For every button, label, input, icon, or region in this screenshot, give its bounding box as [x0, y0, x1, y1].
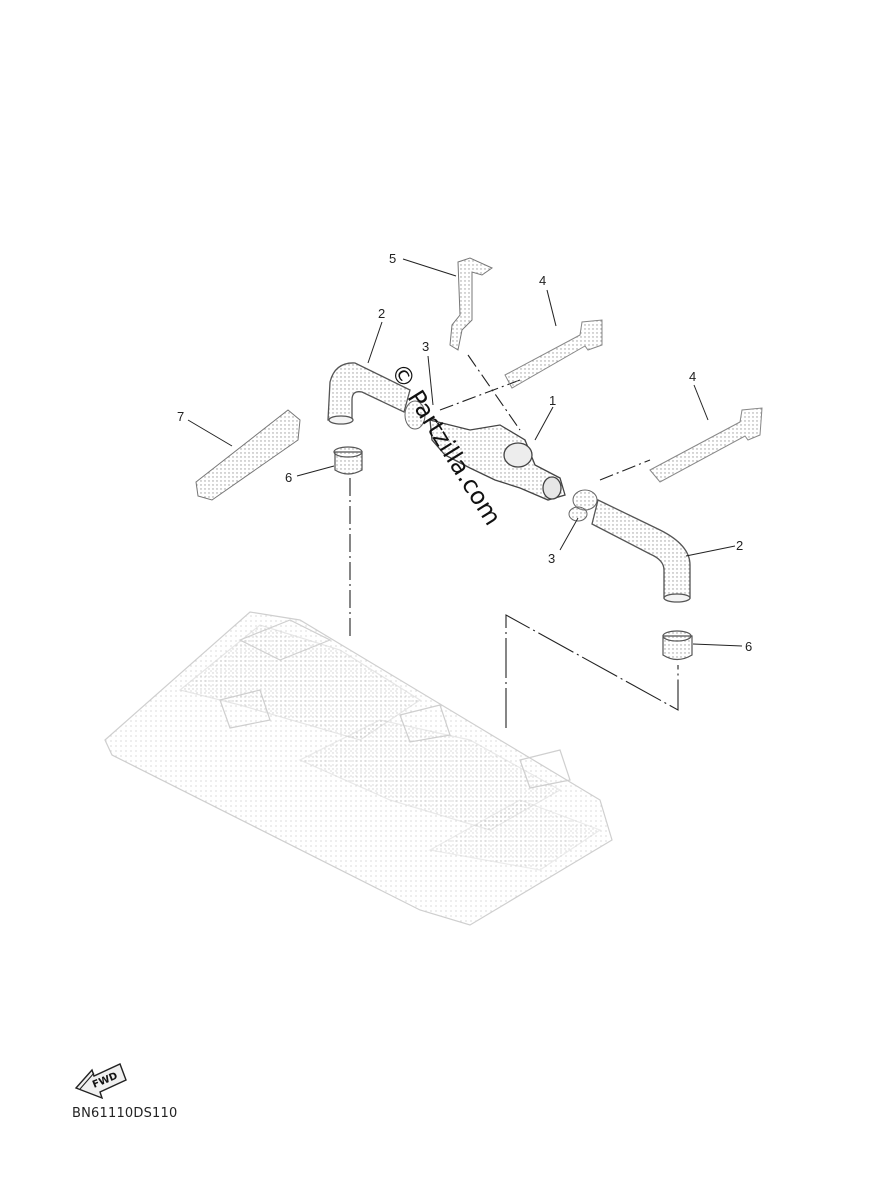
callout-leaders: [187, 258, 743, 647]
callout-4-right: 4: [689, 369, 696, 384]
cylinder-head-outline: [104, 611, 613, 926]
callout-5: 5: [389, 251, 396, 266]
air-pipe-part-4-upper[interactable]: [504, 319, 603, 389]
assembly-leader-lines: [349, 354, 679, 728]
grommet-part-6-right[interactable]: [662, 630, 693, 661]
forward-arrow-icon: FWD: [74, 1063, 127, 1100]
drawing-code: BN61110DS110: [72, 1106, 178, 1121]
hose-clamp-part-3-upper[interactable]: [404, 400, 426, 430]
callout-3-lower: 3: [548, 551, 555, 566]
callout-6-left: 6: [285, 470, 292, 485]
elbow-hose-part-2-left[interactable]: [327, 362, 411, 425]
callout-3-upper: 3: [422, 339, 429, 354]
elbow-hose-part-2-right[interactable]: [591, 499, 691, 603]
bracket-part-5[interactable]: [449, 257, 494, 351]
callout-2-left: 2: [378, 306, 385, 321]
callout-4-upper: 4: [539, 273, 546, 288]
grommet-part-6-left[interactable]: [333, 446, 363, 475]
air-cut-valve-part-1[interactable]: [429, 419, 566, 501]
callout-2-right: 2: [736, 538, 743, 553]
callout-1: 1: [549, 393, 556, 408]
callout-6-right: 6: [745, 639, 752, 654]
hose-clamp-part-3-lower[interactable]: [568, 489, 598, 522]
callout-numbers: 5 4 2 3 1 4 7 6 2 3 6: [177, 251, 752, 654]
air-pipe-part-4-lower[interactable]: [649, 407, 763, 483]
callout-7: 7: [177, 409, 184, 424]
air-filter-part-7[interactable]: [195, 409, 301, 501]
